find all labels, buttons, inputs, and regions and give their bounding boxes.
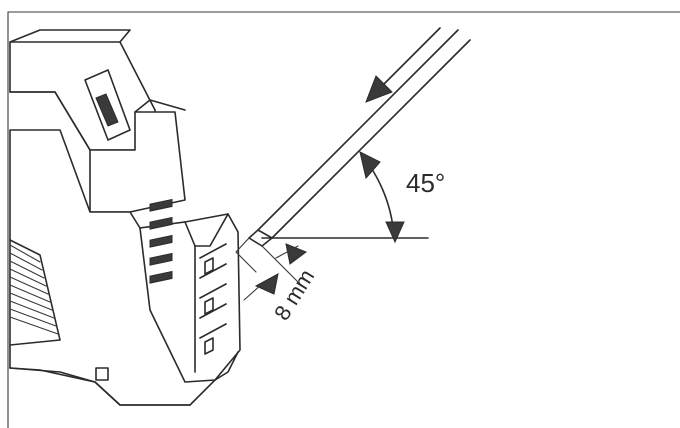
strip-length-dimension — [235, 243, 308, 301]
insertion-arrow — [365, 27, 441, 103]
strip-length-label: 8 mm — [269, 265, 319, 325]
terminal-openings — [149, 198, 227, 355]
angle-label: 45° — [406, 168, 445, 198]
figure-frame — [7, 11, 680, 428]
label-slot — [84, 69, 131, 141]
terminal-block-housing — [9, 29, 241, 406]
wire-conductor — [235, 29, 471, 253]
angle-arc — [359, 151, 405, 244]
din-rail-foot — [9, 351, 239, 406]
cooling-fins — [9, 239, 61, 346]
